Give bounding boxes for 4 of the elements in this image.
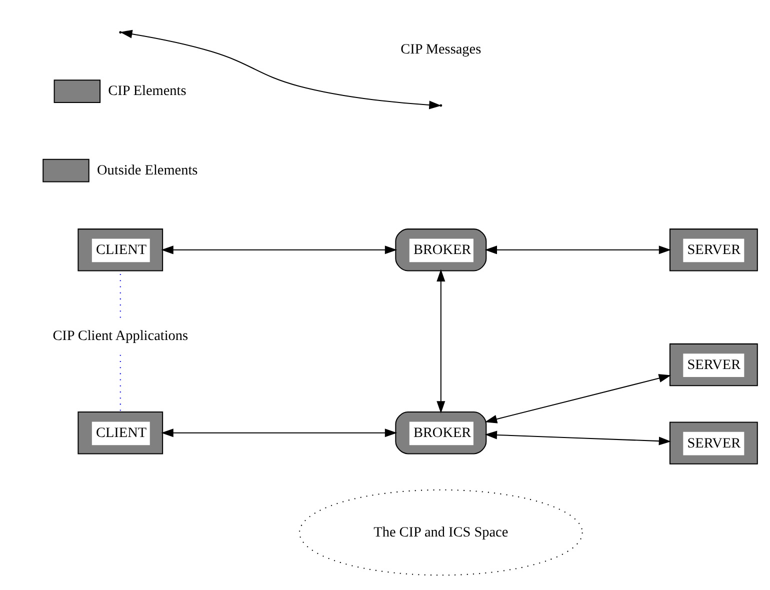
- legend-label: CIP Messages: [400, 41, 482, 58]
- node-text: CIP Client Applications: [52, 328, 188, 344]
- legend-label: Outside Elements: [96, 162, 198, 178]
- legend-label: CIP Elements: [108, 83, 186, 100]
